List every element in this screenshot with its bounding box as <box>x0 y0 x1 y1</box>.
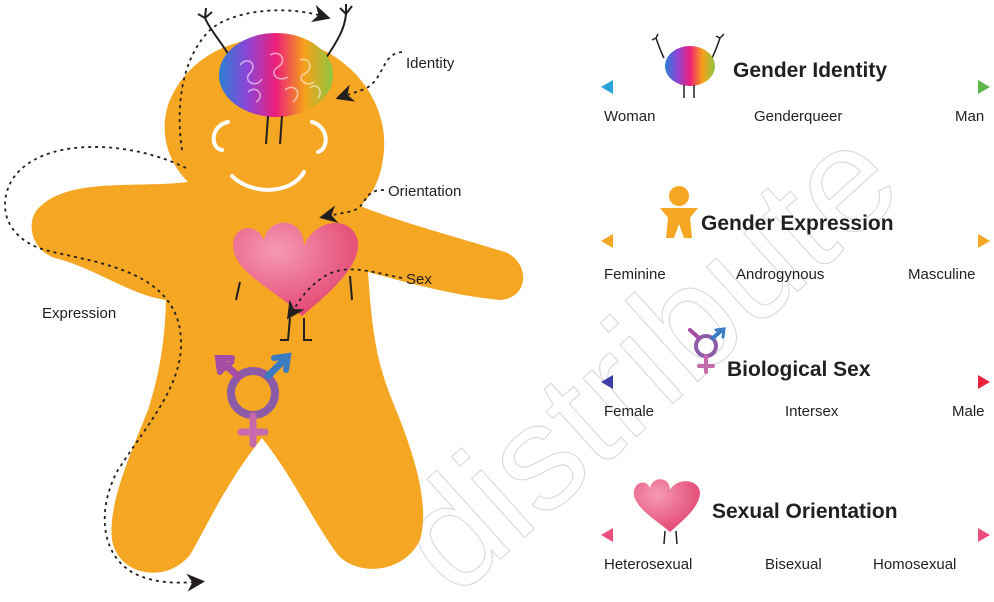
scale-title: Sexual Orientation <box>712 500 898 523</box>
scale-sexual-orientation: Sexual Orientation Heterosexual Bisexual… <box>601 479 990 573</box>
orientation-label: Orientation <box>388 183 461 200</box>
scale-title: Gender Expression <box>701 212 894 235</box>
scale-left-label: Woman <box>604 108 655 125</box>
scale-title: Gender Identity <box>733 59 887 82</box>
scale-middle-label: Androgynous <box>736 266 824 283</box>
scale-right-label: Homosexual <box>873 556 956 573</box>
sex-label: Sex <box>406 271 432 288</box>
scale-middle-label: Intersex <box>785 403 839 420</box>
scale-left-label: Feminine <box>604 266 666 283</box>
expression-label: Expression <box>42 305 116 322</box>
scale-middle-label: Bisexual <box>765 556 822 573</box>
scale-middle-label: Genderqueer <box>754 108 842 125</box>
scale-right-label: Man <box>955 108 984 125</box>
watermark: distribute <box>364 92 929 602</box>
scale-gender-identity: Gender Identity Woman Genderqueer Man <box>601 34 990 125</box>
scale-title: Biological Sex <box>727 358 871 381</box>
identity-label: Identity <box>406 55 455 72</box>
scale-right-label: Male <box>952 403 985 420</box>
scale-left-label: Female <box>604 403 654 420</box>
scale-left-label: Heterosexual <box>604 556 692 573</box>
scale-right-label: Masculine <box>908 266 976 283</box>
